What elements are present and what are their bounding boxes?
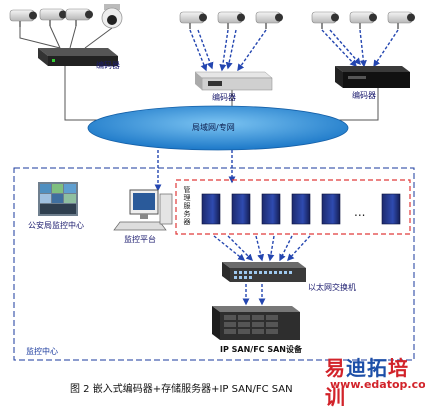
camera-cables-left	[19, 25, 113, 49]
encoder-right-device	[335, 66, 410, 88]
management-server-group	[175, 179, 411, 235]
server-icon	[321, 193, 341, 225]
watermark-char: 易	[325, 356, 346, 380]
ethernet-switch-device	[222, 262, 306, 282]
monitor-center-label: 监控中心	[26, 347, 58, 356]
storage-device	[212, 306, 300, 340]
server-switch-arrows	[213, 235, 311, 262]
encoder-right-label: 编码器	[352, 91, 376, 100]
watermark-char: 迪	[346, 356, 367, 380]
figure-caption-area: 图 2 嵌入式编码器+存储服务器+IP SAN/FC SAN	[0, 372, 425, 400]
management-server-label: 管理服务器	[183, 186, 191, 226]
camera-icon	[39, 8, 67, 26]
monitor-pc-icon	[113, 189, 173, 231]
monitor-platform-label: 监控平台	[124, 235, 156, 244]
lan-cloud	[87, 105, 349, 151]
lan-label: 局域网/专网	[192, 123, 235, 132]
server-icon	[261, 193, 281, 225]
network-diagram	[9, 4, 415, 361]
camera-icon	[349, 11, 377, 29]
server-icon	[201, 193, 221, 225]
encoder-left-label: 编码器	[96, 61, 120, 70]
police-center-label: 公安局监控中心	[28, 221, 84, 230]
camera-group-right	[311, 11, 415, 29]
encoder-middle-label: 编码器	[212, 93, 236, 102]
camera-icon	[9, 9, 37, 27]
encoder-left-device	[38, 48, 118, 66]
figure-caption: 图 2 嵌入式编码器+存储服务器+IP SAN/FC SAN	[70, 384, 293, 395]
watermark-url: www.edatop.com	[330, 378, 425, 391]
camera-icon	[387, 11, 415, 29]
stream-arrows-right	[321, 29, 399, 68]
storage-label: IP SAN/FC SAN设备	[220, 345, 302, 354]
camera-icon	[217, 11, 245, 29]
encoder-middle-device	[194, 71, 273, 91]
server-icon	[291, 193, 311, 225]
watermark-char: 拓	[367, 356, 388, 380]
camera-icon	[255, 11, 283, 29]
ethernet-switch-label: 以太网交换机	[308, 283, 356, 292]
server-ellipsis: ...	[354, 205, 366, 219]
lan-down-arrows	[154, 150, 236, 192]
server-icon	[381, 193, 401, 225]
camera-icon	[65, 8, 93, 26]
camera-icon	[311, 11, 339, 29]
monitor-center-boundary	[13, 167, 415, 361]
camera-group-middle	[179, 11, 283, 29]
camera-icon	[179, 11, 207, 29]
dome-camera-icon	[101, 4, 123, 29]
server-icon	[231, 193, 251, 225]
switch-storage-arrows	[242, 284, 266, 306]
stream-arrows-middle	[189, 29, 267, 72]
monitoring-wall-image	[38, 182, 78, 216]
camera-group-left	[9, 4, 123, 29]
watermark-char: 培	[388, 356, 409, 380]
